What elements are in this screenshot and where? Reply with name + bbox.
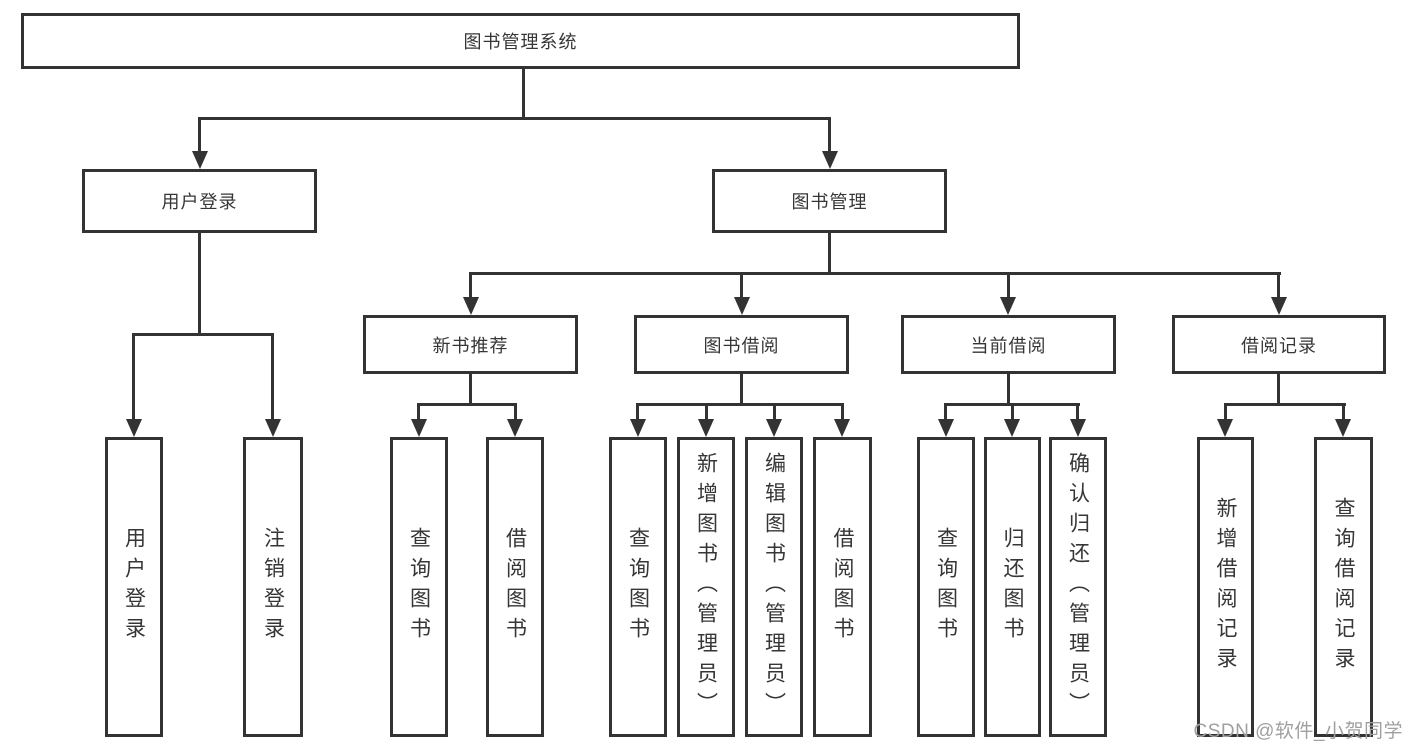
arrowhead-down xyxy=(734,297,750,315)
arrowhead-down xyxy=(938,419,954,437)
leaf-query-book-under-borrow-label: 查询图书 xyxy=(626,527,650,647)
leaf-add-borrow-record: 新增借阅记录 xyxy=(1197,437,1254,737)
arrowhead-down xyxy=(698,419,714,437)
connector-line xyxy=(773,403,776,421)
node-root-label: 图书管理系统 xyxy=(463,32,578,52)
node-user-login-label: 用户登录 xyxy=(161,192,238,212)
node-book-management-label: 图书管理 xyxy=(791,192,868,212)
connector-line xyxy=(417,403,517,406)
connector-line xyxy=(469,272,472,299)
connector-line xyxy=(705,403,708,421)
connector-line xyxy=(469,374,472,406)
leaf-add-borrow-record-label: 新增借阅记录 xyxy=(1214,497,1238,677)
leaf-user-login: 用户登录 xyxy=(105,437,163,737)
connector-line xyxy=(132,333,135,421)
connector-line xyxy=(828,233,831,275)
leaf-borrow-book-under-borrow: 借阅图书 xyxy=(813,437,872,737)
connector-line xyxy=(841,403,844,421)
arrowhead-down xyxy=(1004,419,1020,437)
leaf-borrow-book-under-borrow-label: 借阅图书 xyxy=(831,527,855,647)
connector-line xyxy=(1007,272,1010,299)
leaf-query-book-under-current-label: 查询图书 xyxy=(934,527,958,647)
arrowhead-down xyxy=(192,151,208,169)
node-borrow-record: 借阅记录 xyxy=(1172,315,1386,374)
arrowhead-down xyxy=(507,419,523,437)
connector-line xyxy=(271,333,274,421)
arrowhead-down xyxy=(630,419,646,437)
arrowhead-down xyxy=(822,151,838,169)
connector-line xyxy=(1224,403,1346,406)
connector-line xyxy=(944,403,947,421)
connector-line xyxy=(1007,374,1010,406)
leaf-confirm-return-admin-label: 确认归还（管理员） xyxy=(1066,452,1090,722)
connector-line xyxy=(636,403,639,421)
leaf-query-book-under-borrow: 查询图书 xyxy=(609,437,667,737)
arrowhead-down xyxy=(265,419,281,437)
leaf-query-book-under-recommend-label: 查询图书 xyxy=(407,527,431,647)
connector-line xyxy=(1342,403,1345,421)
leaf-borrow-book-under-recommend: 借阅图书 xyxy=(486,437,544,737)
connector-line xyxy=(740,374,743,406)
connector-line xyxy=(740,272,743,299)
connector-line xyxy=(1011,403,1014,421)
connector-line xyxy=(522,69,525,117)
arrowhead-down xyxy=(1070,419,1086,437)
arrowhead-down xyxy=(463,297,479,315)
node-current-borrow: 当前借阅 xyxy=(901,315,1116,374)
node-book-borrow: 图书借阅 xyxy=(634,315,849,374)
arrowhead-down xyxy=(1335,419,1351,437)
leaf-edit-book-admin: 编辑图书（管理员） xyxy=(745,437,803,737)
arrowhead-down xyxy=(411,419,427,437)
leaf-query-borrow-record: 查询借阅记录 xyxy=(1314,437,1373,737)
node-new-book-recommend-label: 新书推荐 xyxy=(432,335,509,356)
connector-line xyxy=(1076,403,1079,421)
arrowhead-down xyxy=(1217,419,1233,437)
leaf-logout-label: 注销登录 xyxy=(261,527,285,647)
connector-line xyxy=(1277,272,1280,299)
leaf-edit-book-admin-label: 编辑图书（管理员） xyxy=(762,452,786,722)
connector-line xyxy=(198,117,831,120)
leaf-query-borrow-record-label: 查询借阅记录 xyxy=(1332,497,1356,677)
connector-line xyxy=(828,117,831,153)
node-borrow-record-label: 借阅记录 xyxy=(1241,335,1317,356)
connector-line xyxy=(469,272,1281,275)
connector-line xyxy=(1224,403,1227,421)
connector-line xyxy=(417,403,420,421)
leaf-user-login-label: 用户登录 xyxy=(122,527,146,647)
leaf-logout: 注销登录 xyxy=(243,437,303,737)
arrowhead-down xyxy=(834,419,850,437)
connector-line xyxy=(198,233,201,336)
connector-line xyxy=(132,333,274,336)
node-book-borrow-label: 图书借阅 xyxy=(703,335,780,356)
leaf-query-book-under-current: 查询图书 xyxy=(917,437,975,737)
node-user-login: 用户登录 xyxy=(82,169,317,233)
csdn-watermark: CSDN @软件_小贺同学 xyxy=(1193,721,1403,742)
connector-line xyxy=(636,403,844,406)
node-new-book-recommend: 新书推荐 xyxy=(363,315,578,374)
connector-line xyxy=(198,117,201,153)
leaf-borrow-book-under-recommend-label: 借阅图书 xyxy=(503,527,527,647)
leaf-confirm-return-admin: 确认归还（管理员） xyxy=(1049,437,1107,737)
node-root: 图书管理系统 xyxy=(21,13,1020,69)
connector-line xyxy=(514,403,517,421)
node-current-borrow-label: 当前借阅 xyxy=(970,335,1047,356)
node-book-management: 图书管理 xyxy=(712,169,947,233)
leaf-return-book-label: 归还图书 xyxy=(1001,527,1025,647)
arrowhead-down xyxy=(1271,297,1287,315)
arrowhead-down xyxy=(126,419,142,437)
leaf-add-book-admin-label: 新增图书（管理员） xyxy=(694,452,718,722)
arrowhead-down xyxy=(766,419,782,437)
connector-line xyxy=(1277,374,1280,406)
arrowhead-down xyxy=(1000,297,1016,315)
leaf-query-book-under-recommend: 查询图书 xyxy=(390,437,448,737)
leaf-add-book-admin: 新增图书（管理员） xyxy=(677,437,735,737)
leaf-return-book: 归还图书 xyxy=(984,437,1041,737)
